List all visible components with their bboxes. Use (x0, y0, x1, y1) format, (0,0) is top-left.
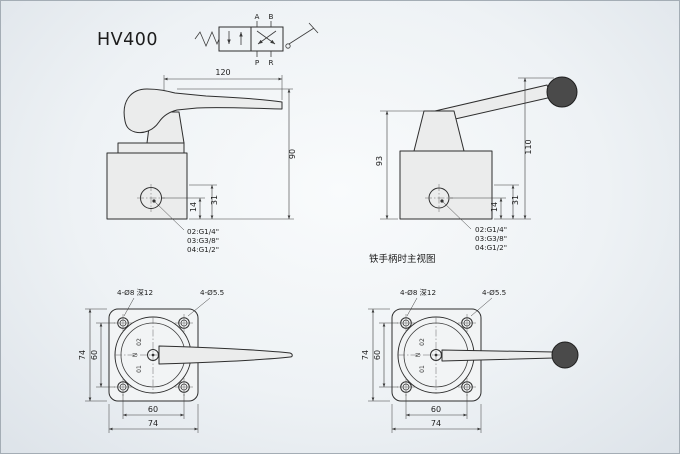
hub-center-dot (151, 353, 155, 357)
position-mark: 01 (419, 365, 426, 373)
extension-lines (85, 297, 211, 433)
port-size-2: 03:G3/8" (187, 236, 219, 245)
port-ticks (256, 21, 272, 57)
through-hole-label: 4-Ø5.5 (482, 288, 506, 297)
dim-31-label: 31 (511, 195, 520, 205)
port-size-1: 02:G1/4" (187, 227, 219, 236)
pneumatic-symbol-icon: A B P R (194, 12, 319, 67)
dim-60v-label: 60 (373, 350, 382, 360)
dim-74v-label: 74 (361, 350, 370, 360)
dim-60h-label: 60 (431, 405, 441, 414)
spring-icon (194, 30, 220, 48)
valve-body (106, 152, 188, 220)
lever-pivot-icon (285, 43, 291, 49)
dim-60h-label: 60 (148, 405, 158, 414)
port-size-3: 04:G1/2" (475, 243, 507, 252)
flow-arrow (256, 30, 276, 45)
port-a-label: A (255, 12, 260, 21)
position-mark: 01 (136, 365, 143, 373)
extension-lines (380, 77, 554, 220)
dim-31-label: 31 (210, 195, 219, 205)
dim-14-label: 14 (490, 202, 499, 212)
position-mark: 02 (136, 338, 143, 346)
extension-lines (162, 75, 294, 220)
port-centerline (137, 184, 165, 212)
position-mark: N (415, 353, 422, 358)
ball-knob (546, 76, 578, 108)
dim-74h-label: 74 (431, 419, 441, 428)
extension-lines (368, 297, 493, 433)
lever-hub (147, 349, 159, 361)
leader-line (441, 200, 472, 230)
port-centerline (425, 184, 453, 212)
valve-body (399, 150, 493, 220)
manual-lever-icon (288, 22, 319, 45)
dim-74h-label: 74 (148, 419, 158, 428)
port-size-2: 03:G3/8" (475, 234, 507, 243)
flat-lever-top (158, 345, 293, 365)
position-mark: 02 (419, 338, 426, 346)
port-b-label: B (269, 12, 274, 21)
ball-knob (551, 341, 579, 369)
dim-110-label: 110 (524, 139, 533, 154)
drawing-title: HV400 (97, 30, 158, 50)
hole-crosshairs (114, 314, 193, 396)
front-view: 93 110 31 14 02:G1/4" 03:G3/8" 04:G1/2" … (369, 76, 578, 265)
rod-lever-top (441, 349, 555, 362)
hub-center-dot (434, 353, 438, 357)
port-p-label: P (255, 58, 260, 67)
dim-120-label: 120 (215, 68, 230, 77)
dim-74v-label: 74 (78, 350, 87, 360)
dim-90-label: 90 (288, 149, 297, 159)
through-hole-label: 4-Ø5.5 (200, 288, 224, 297)
hole-crosshairs (397, 314, 476, 396)
dim-93-label: 93 (375, 156, 384, 166)
side-view: 120 90 31 14 02:G1/4" 03:G3/8" 04:G1/2" (106, 68, 297, 254)
view-caption: 铁手柄时主视图 (369, 253, 436, 265)
dim-14-label: 14 (189, 202, 198, 212)
counterbore-label: 4-Ø8 深12 (400, 288, 436, 297)
flow-arrow (257, 30, 277, 45)
position-mark: N (132, 353, 139, 358)
port-r-label: R (269, 58, 274, 67)
lever-hub (430, 349, 442, 361)
flat-handle (123, 88, 283, 134)
dim-60v-label: 60 (90, 350, 99, 360)
top-view-ball-handle: 02 N 01 74 60 60 74 4-Ø8 深12 4-Ø5.5 (361, 288, 579, 433)
valve-cap (117, 142, 185, 154)
leader-line (153, 200, 185, 231)
port-size-1: 02:G1/4" (475, 225, 507, 234)
top-view-flat-handle: 02 N 01 74 60 60 74 4-Ø8 深12 4-Ø5.5 (78, 288, 293, 433)
counterbore-label: 4-Ø8 深12 (117, 288, 153, 297)
port-size-3: 04:G1/2" (187, 245, 219, 254)
